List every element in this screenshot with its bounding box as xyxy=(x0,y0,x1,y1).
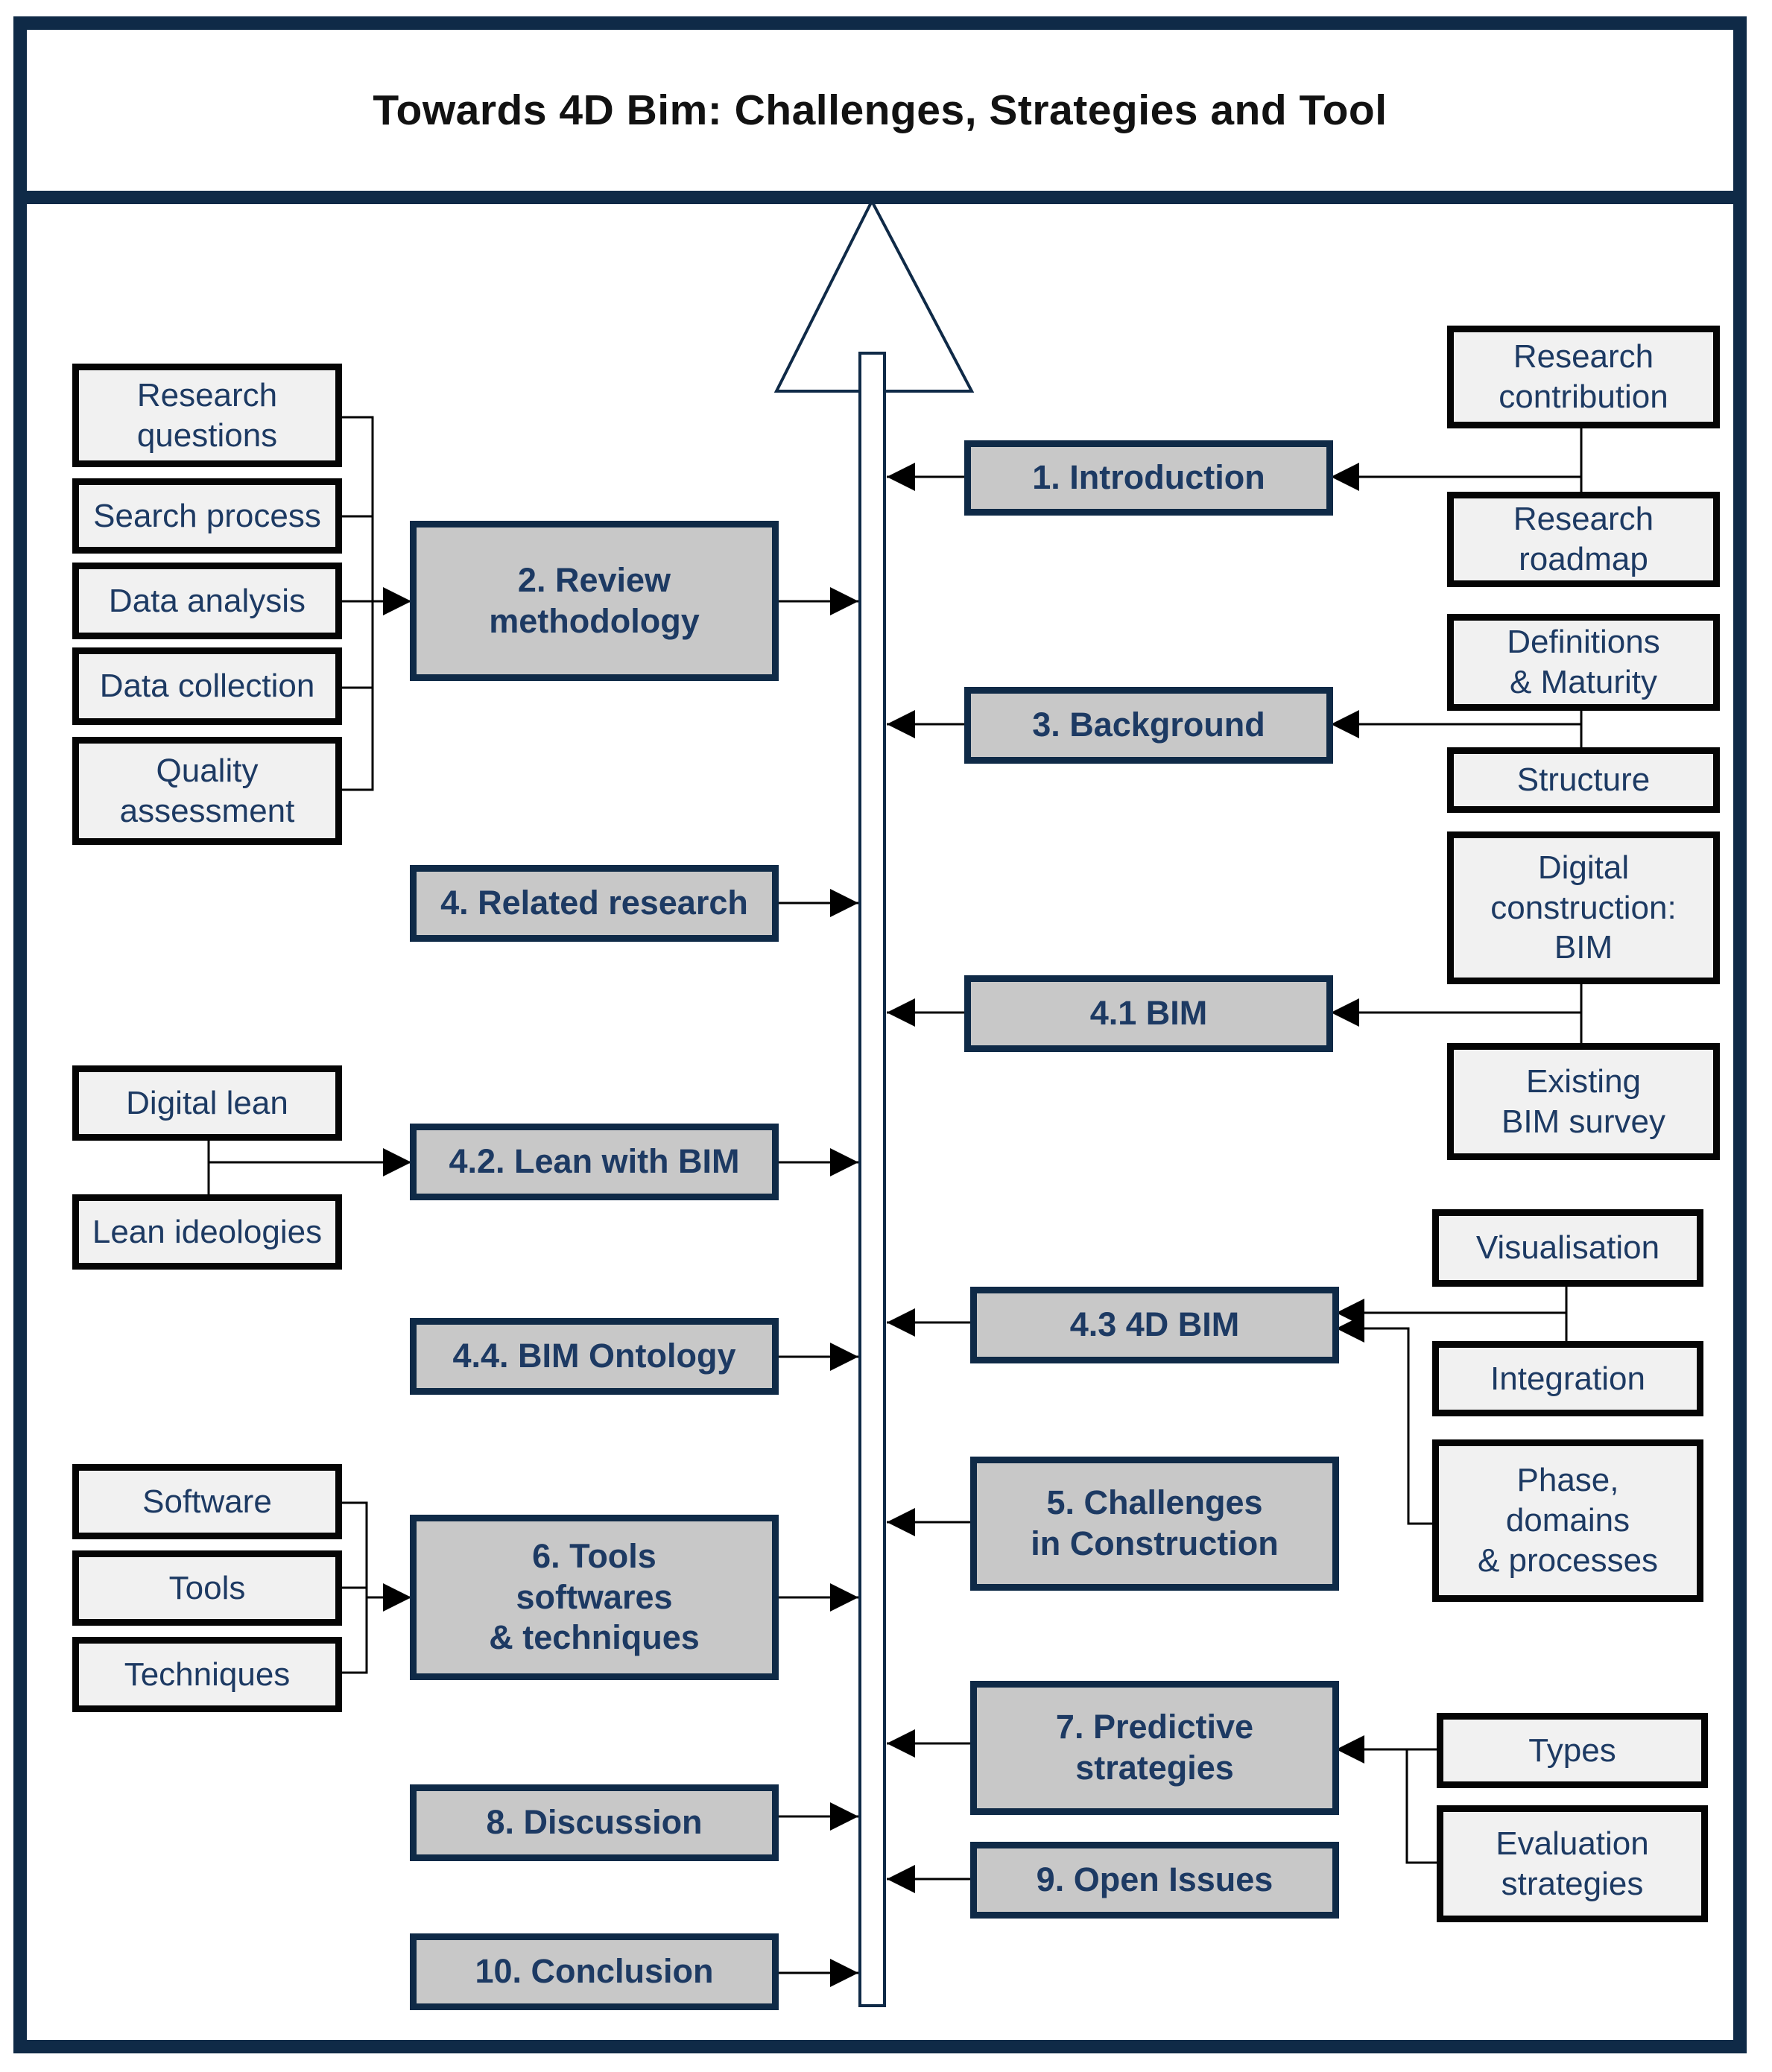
box-digital-construction: Digital construction: BIM xyxy=(1447,831,1720,984)
box-structure: Structure xyxy=(1447,747,1720,813)
box-search-process: Search process xyxy=(72,478,342,554)
bracket-bim-inputs xyxy=(1364,981,1583,1046)
bracket-background-inputs xyxy=(1364,709,1583,747)
section-challenges: 5. Challenges in Construction xyxy=(970,1457,1339,1591)
section-introduction: 1. Introduction xyxy=(964,440,1333,516)
box-digital-lean: Digital lean xyxy=(72,1065,342,1141)
bracket-tools-inputs xyxy=(339,1501,380,1674)
box-techniques: Techniques xyxy=(72,1637,342,1712)
section-conclusion: 10. Conclusion xyxy=(410,1933,779,2010)
outer-frame xyxy=(13,16,1747,2053)
box-software: Software xyxy=(72,1464,342,1539)
bracket-intro-inputs xyxy=(1364,426,1583,493)
bracket-review-inputs xyxy=(339,416,374,791)
box-visualisation: Visualisation xyxy=(1432,1209,1703,1287)
box-integration: Integration xyxy=(1432,1341,1703,1416)
section-review-methodology: 2. Review methodology xyxy=(410,521,779,681)
connector-phase-to-4dbim xyxy=(1364,1327,1434,1525)
section-bim: 4.1 BIM xyxy=(964,975,1333,1052)
diagram-title: Towards 4D Bim: Challenges, Strategies a… xyxy=(373,86,1387,134)
box-lean-ideologies: Lean ideologies xyxy=(72,1194,342,1270)
title-bar: Towards 4D Bim: Challenges, Strategies a… xyxy=(27,30,1733,204)
section-background: 3. Background xyxy=(964,687,1333,764)
box-research-questions: Research questions xyxy=(72,364,342,467)
box-data-analysis: Data analysis xyxy=(72,563,342,639)
spine-shaft xyxy=(858,352,886,2007)
box-tools: Tools xyxy=(72,1550,342,1626)
box-research-roadmap: Research roadmap xyxy=(1447,492,1720,587)
box-definitions-maturity: Definitions & Maturity xyxy=(1447,614,1720,711)
section-open-issues: 9. Open Issues xyxy=(970,1842,1339,1919)
box-research-contribution: Research contribution xyxy=(1447,326,1720,428)
box-types: Types xyxy=(1437,1713,1708,1788)
bracket-4dbim-inputs xyxy=(1364,1287,1568,1342)
box-existing-survey: Existing BIM survey xyxy=(1447,1043,1720,1160)
box-evaluation-strategies: Evaluation strategies xyxy=(1437,1805,1708,1922)
section-tools: 6. Tools softwares & techniques xyxy=(410,1515,779,1680)
section-predictive: 7. Predictive strategies xyxy=(970,1681,1339,1815)
bracket-predictive-inputs xyxy=(1375,1748,1438,1864)
section-related-research: 4. Related research xyxy=(410,865,779,942)
section-discussion: 8. Discussion xyxy=(410,1784,779,1861)
box-phase-domains: Phase, domains & processes xyxy=(1432,1439,1703,1602)
section-bim-ontology: 4.4. BIM Ontology xyxy=(410,1318,779,1395)
box-data-collection: Data collection xyxy=(72,647,342,725)
section-4d-bim: 4.3 4D BIM xyxy=(970,1287,1339,1363)
bracket-lean-inputs xyxy=(207,1140,350,1196)
section-lean-with-bim: 4.2. Lean with BIM xyxy=(410,1124,779,1200)
box-quality-assessment: Quality assessment xyxy=(72,737,342,845)
